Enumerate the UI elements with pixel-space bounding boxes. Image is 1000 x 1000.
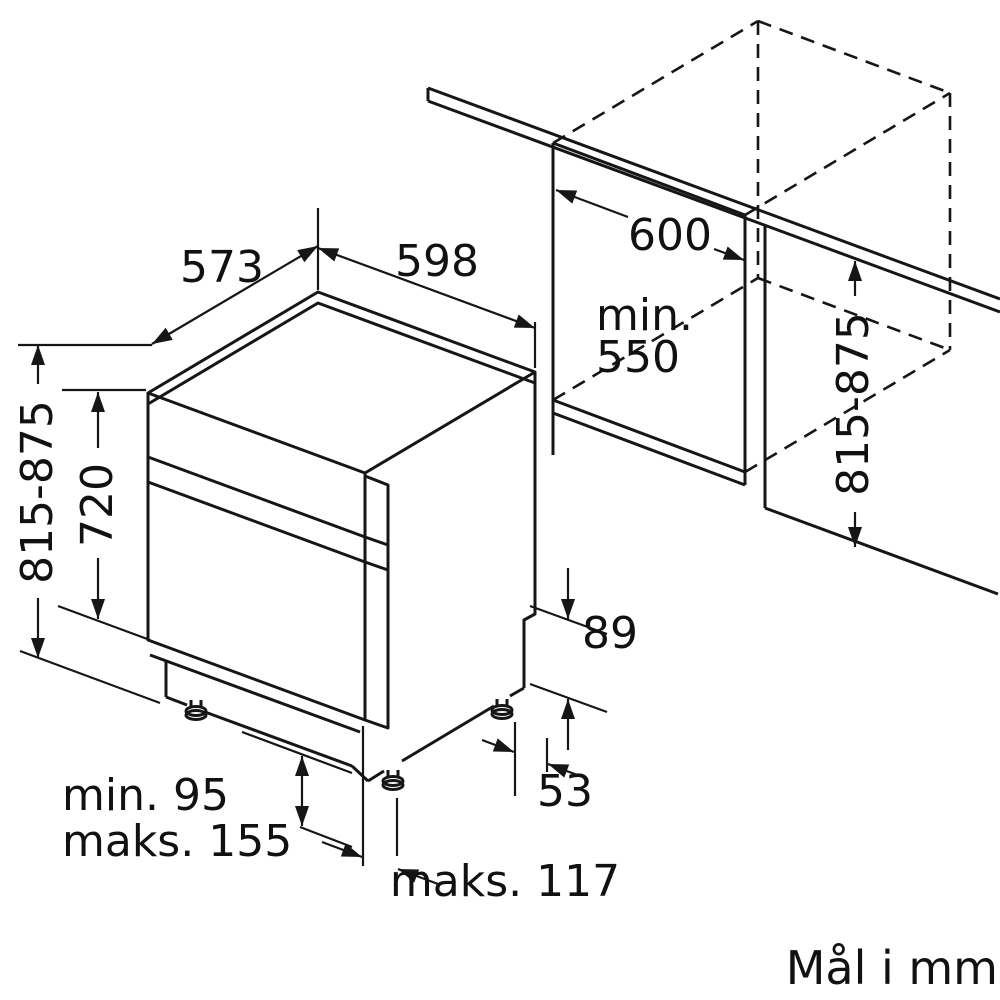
dishwasher-drawing [146,290,537,791]
niche-dashed-box [552,19,952,474]
niche-drawing [551,19,952,487]
dimension-base-step: 89 [529,568,638,750]
door-edge [364,474,390,730]
dishwasher-side-panel [522,372,537,688]
dishwasher-top-rim [147,301,536,406]
dim-label-overall-height-left: 815-875 [12,400,63,584]
control-panel-line-top [147,455,389,547]
dim-label-front-width: 598 [395,236,479,287]
foot-left [184,700,208,721]
dimension-body-height: 720 [57,388,151,642]
base-bottom-right [367,686,525,783]
foot-front [381,770,405,791]
dishwasher-door-face [146,393,367,722]
dim-label-foot-offset: 53 [537,766,593,817]
dim-label-niche-depth-min: min. [596,290,693,341]
dim-label-plinth-min: min. 95 [62,770,229,821]
dimension-plinth-depth: maks. 117 [321,726,620,907]
dim-label-plinth-max: maks. 155 [62,816,292,867]
dishwasher-top-face [146,290,537,475]
control-panel-line-bottom [147,480,389,572]
units-caption: Mål i mm [786,941,998,995]
countertop-bottom-edge [427,99,1000,314]
dimension-front-width: 598 [317,236,537,368]
cabinet-floor-line [764,506,999,596]
dim-label-base-step: 89 [582,608,638,659]
dim-label-plinth-depth: maks. 117 [390,856,620,907]
niche-top-front-edge [552,141,746,217]
dimension-niche-height-right: 815-875 [828,261,879,547]
dimension-overall-height-left: 815-875 [12,345,161,705]
dim-label-niche-height-right: 815-875 [828,312,879,496]
right-cabinet [763,225,999,596]
dimension-top-depth: 573 [18,208,320,347]
foot-right [490,699,514,720]
countertop-top-edge [427,86,1000,301]
plinth-front-line [149,653,361,734]
dimension-plinth-height: min. 95 maks. 155 [62,730,353,867]
dimension-foot-offset: 53 [481,722,593,817]
dim-label-niche-depth-value: 550 [596,332,680,383]
dimension-niche-depth: min. 550 [596,290,693,383]
dim-label-niche-width: 600 [628,210,712,261]
plinth-bottom-left [165,695,370,783]
niche-floor-front-edge [552,398,746,474]
dim-label-top-depth: 573 [180,242,264,293]
countertop [426,86,1000,314]
dim-label-body-height: 720 [72,463,123,547]
dimension-niche-width: 600 [555,188,745,262]
niche-floor-lower-edge [552,411,746,487]
